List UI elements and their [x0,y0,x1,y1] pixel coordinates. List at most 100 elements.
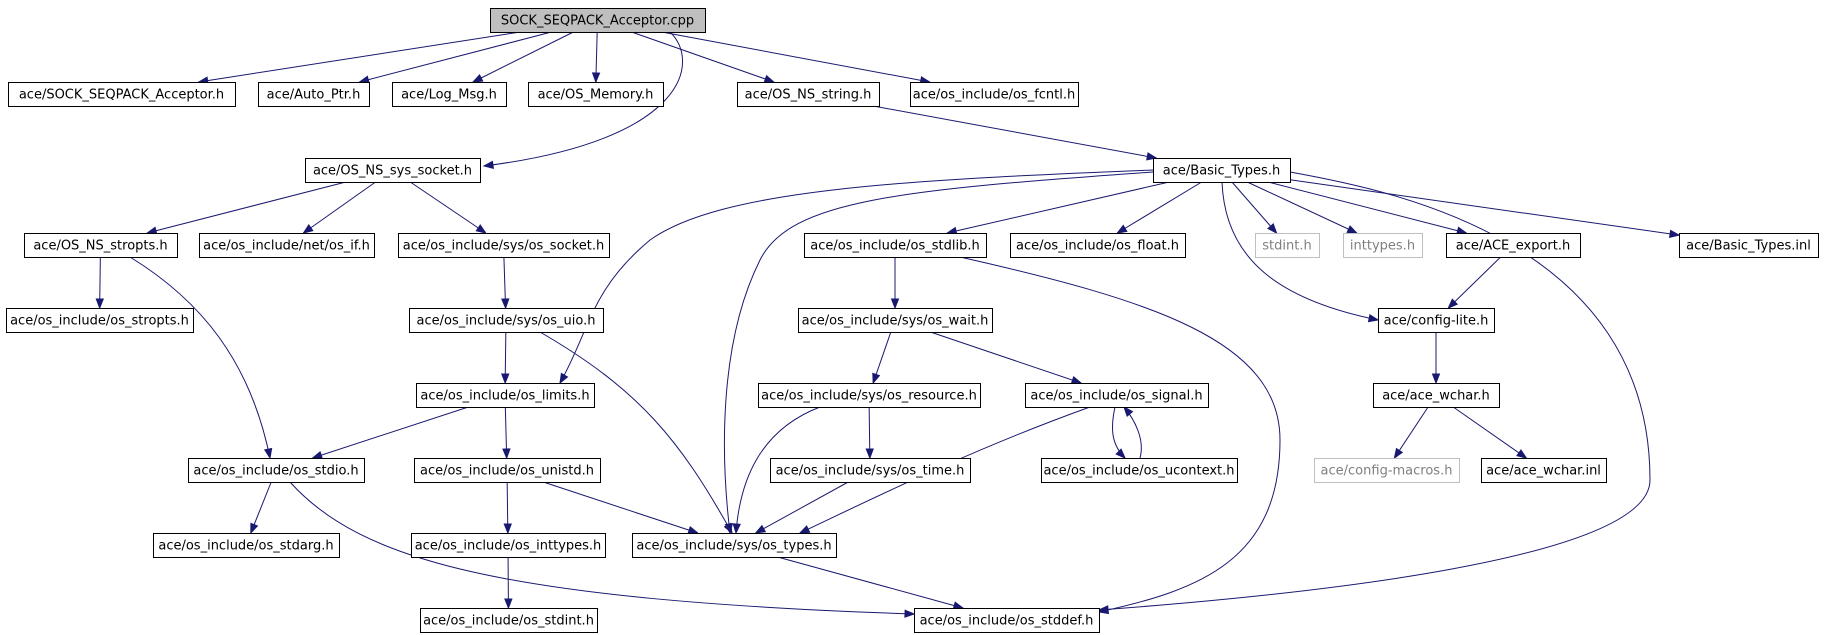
edge-arrowhead [263,447,273,460]
edge-arrowhead [1346,225,1358,234]
node-configlite[interactable]: ace/config-lite.h [1378,308,1495,333]
edge-arrowhead [890,298,900,310]
edge-arrowhead [471,73,484,83]
node-label: ace/OS_NS_stropts.h [33,239,167,254]
node-label: ace/os_include/sys/os_uio.h [417,314,596,329]
edge-syssock-to-stropts [147,181,346,234]
node-stdintinc[interactable]: ace/os_include/os_stdint.h [420,608,598,633]
edge-stropts-to-stdio [129,256,271,459]
node-box [398,233,610,258]
edge-arrowhead [311,451,323,460]
edge-syssock-to-ossocket [409,181,487,234]
edge-basic-to-stdint_ext [1231,181,1277,234]
node-box [1679,233,1819,258]
node-label: ace/os_include/os_stdarg.h [158,539,333,554]
edge-arrowhead [687,526,699,535]
node-label: ace/Basic_Types.inl [1686,239,1811,254]
edge-basic-to-limits [559,169,1154,384]
node-ostime[interactable]: ace/os_include/sys/os_time.h [770,458,971,483]
edge-arrowhead [501,298,510,310]
edge-arrowhead [1123,405,1134,417]
node-ucontext[interactable]: ace/os_include/os_ucontext.h [1041,458,1238,483]
node-label: ace/Auto_Ptr.h [267,88,361,103]
node-unistd[interactable]: ace/os_include/os_unistd.h [414,458,601,483]
node-stropts[interactable]: ace/OS_NS_stropts.h [24,233,178,258]
node-uio[interactable]: ace/os_include/sys/os_uio.h [409,308,604,333]
node-box [798,308,993,333]
node-label: ace/os_include/os_stdio.h [193,464,358,479]
edge-arrowhead [754,524,767,534]
edge-root-to-logmsg [472,31,574,83]
node-syssock[interactable]: ace/OS_NS_sys_socket.h [305,158,481,183]
edge-layer [95,31,1681,618]
edge-osstring-to-basic [873,105,1157,159]
node-box [8,82,236,107]
node-export[interactable]: ace/ACE_export.h [1446,233,1581,258]
edge-arrowhead [865,448,874,460]
node-wchar[interactable]: ace/ace_wchar.h [1373,383,1500,408]
node-box [1373,383,1500,408]
edge-export-to-configlite [1447,256,1502,309]
node-basicinl[interactable]: ace/Basic_Types.inl [1679,233,1819,258]
edge-arrowhead [1668,229,1681,238]
node-label: ace/os_include/os_limits.h [420,389,589,404]
node-limits[interactable]: ace/os_include/os_limits.h [416,383,595,408]
node-autoptr[interactable]: ace/Auto_Ptr.h [258,82,370,107]
node-inttypes-ext: inttypes.h [1343,233,1423,258]
node-label: ace/os_include/os_stddef.h [920,614,1094,629]
node-box [409,308,604,333]
node-wait[interactable]: ace/os_include/sys/os_wait.h [798,308,993,333]
node-box [199,233,375,258]
edge-wchar-to-wcharinl [1452,406,1527,459]
node-label: ace/os_include/sys/os_socket.h [403,239,604,254]
node-ossocket[interactable]: ace/os_include/sys/os_socket.h [398,233,610,258]
node-label: ace/ace_wchar.inl [1486,464,1601,479]
node-float[interactable]: ace/os_include/os_float.h [1010,233,1186,258]
node-fcntl[interactable]: ace/os_include/os_fcntl.h [910,82,1079,107]
edge-signal-to-ucontext [1112,406,1126,459]
node-signal[interactable]: ace/os_include/os_signal.h [1025,383,1209,408]
edge-basic-to-types [723,171,1154,534]
edge-arrowhead [502,448,511,460]
node-root[interactable]: SOCK_SEQPACK_Acceptor.cpp [490,8,706,33]
node-label: ace/os_include/os_signal.h [1030,389,1202,404]
node-label: stdint.h [1262,239,1311,254]
node-label: ace/os_include/sys/os_resource.h [761,389,977,404]
node-wcharinl[interactable]: ace/ace_wchar.inl [1481,458,1607,483]
node-box [188,458,365,483]
edge-arrowhead [504,598,513,610]
node-logmsg[interactable]: ace/Log_Msg.h [392,82,507,107]
node-box [804,233,987,258]
node-box [737,82,880,107]
node-label: ace/config-macros.h [1321,464,1453,479]
node-label: ace/os_include/os_stdlib.h [810,239,979,254]
node-box [1481,458,1607,483]
node-box [1378,308,1495,333]
node-sock-h[interactable]: ace/SOCK_SEQPACK_Acceptor.h [8,82,236,107]
node-label: ace/os_include/sys/os_types.h [636,539,831,554]
edge-arrowhead [1267,223,1278,235]
node-resource[interactable]: ace/os_include/sys/os_resource.h [758,383,981,408]
node-netif[interactable]: ace/os_include/net/os_if.h [199,233,375,258]
node-basic[interactable]: ace/Basic_Types.h [1153,158,1291,183]
node-osstring[interactable]: ace/OS_NS_string.h [737,82,880,107]
node-stdlib[interactable]: ace/os_include/os_stdlib.h [804,233,987,258]
node-box [392,82,507,107]
node-stddef[interactable]: ace/os_include/os_stddef.h [914,608,1100,633]
edge-stdio-to-stddef [289,481,915,615]
node-label: ace/os_include/os_fcntl.h [913,88,1075,103]
node-ostropts[interactable]: ace/os_include/os_stropts.h [6,308,194,333]
edge-arrowhead [904,609,916,618]
node-types[interactable]: ace/os_include/sys/os_types.h [632,533,837,558]
node-inttypes[interactable]: ace/os_include/os_inttypes.h [411,533,606,558]
node-box [1041,458,1238,483]
node-box [416,383,595,408]
node-stdint-ext: stdint.h [1255,233,1320,258]
edge-arrowhead [503,523,512,535]
node-stdio[interactable]: ace/os_include/os_stdio.h [188,458,365,483]
node-stdarg[interactable]: ace/os_include/os_stdarg.h [153,533,340,558]
edge-basic-to-inttypes_ext [1247,181,1357,234]
node-osmem[interactable]: ace/OS_Memory.h [528,82,664,107]
node-box [411,533,606,558]
edge-basic-to-basicinl [1289,179,1680,236]
